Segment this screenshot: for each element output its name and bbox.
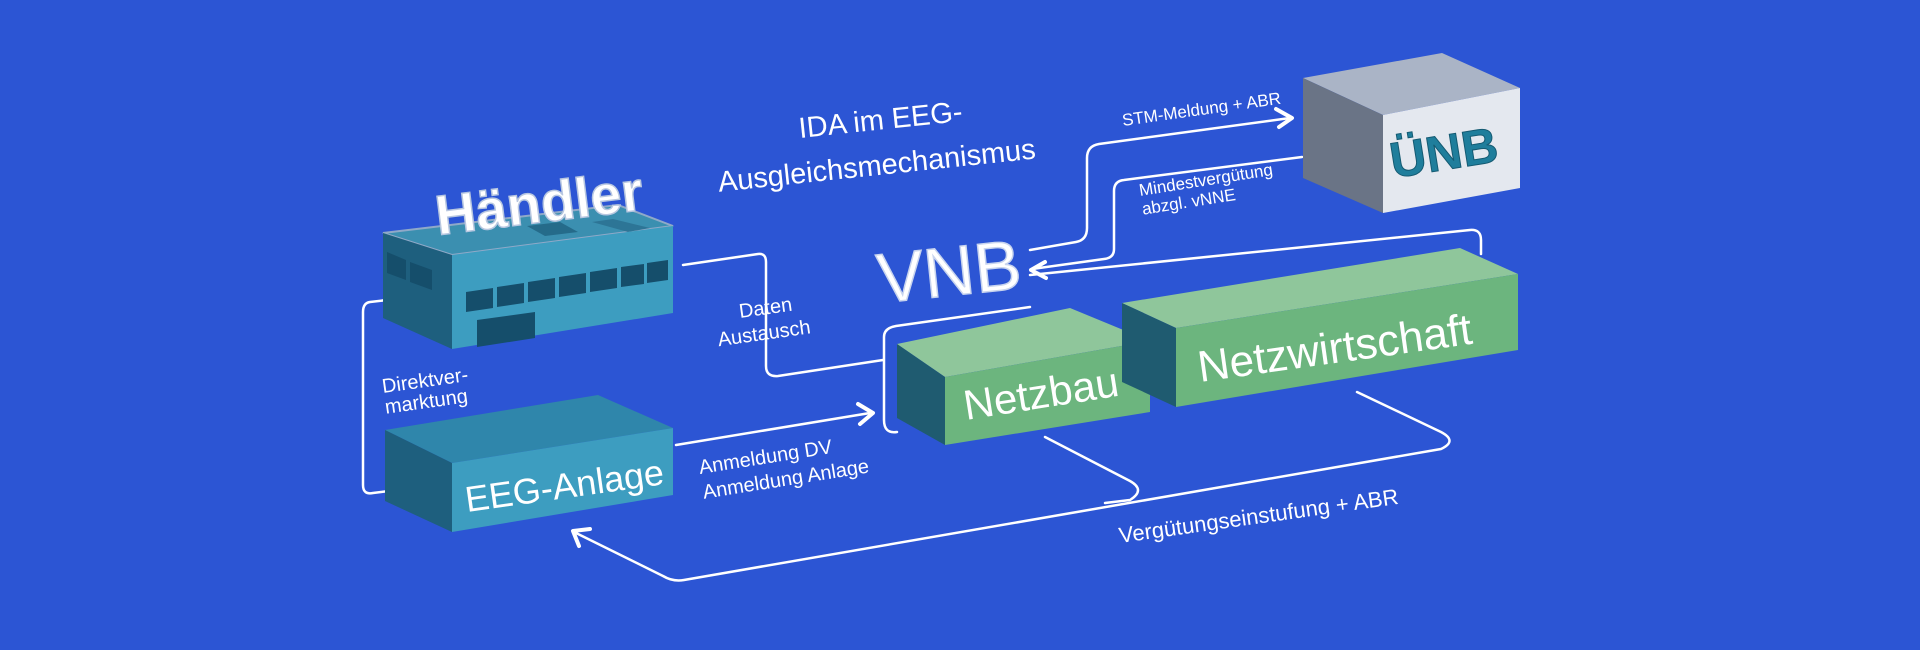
netzbau-side: [897, 344, 945, 445]
netzwirtschaft-top: [1122, 248, 1518, 328]
verguetungseinstufung-line: [574, 390, 1451, 582]
eeg-anlage-top: [385, 395, 673, 463]
uenb-top: [1303, 53, 1520, 115]
window: [387, 252, 406, 280]
netzwirtschaft-side: [1122, 303, 1176, 407]
window: [497, 283, 524, 307]
haendler-roof-vent: [527, 222, 578, 236]
anmeldung-arrowhead: [856, 402, 875, 426]
netzwirtschaft-box: [1122, 248, 1518, 407]
mindestverguetung-line: [1030, 155, 1304, 271]
window: [621, 264, 644, 287]
stm-meldung-line: [1028, 116, 1292, 252]
diagram-title: IDA im EEG- Ausgleichsmechanismus: [716, 96, 1037, 199]
stm-meldung-label: STM-Meldung + ABR: [1121, 89, 1282, 130]
window: [647, 260, 668, 283]
daten-line-1: Daten: [738, 294, 794, 323]
eeg-anlage-front: [452, 428, 673, 532]
anmeldung-line: [674, 411, 872, 447]
window: [528, 278, 555, 302]
verguetungseinstufung-arrowhead: [571, 527, 592, 548]
window: [410, 262, 432, 290]
eeg-anlage-side: [385, 430, 452, 532]
vnb-frame: [882, 228, 1483, 434]
uenb-front: [1383, 88, 1520, 213]
daten-austausch-label: Daten Austausch: [716, 294, 812, 351]
uenb-side: [1303, 78, 1383, 213]
uenb-label: ÜNB: [1386, 117, 1502, 189]
anmeldung-label: Anmeldung DV Anmeldung Anlage: [697, 436, 870, 504]
verguetungseinstufung-label: Vergütungseinstufung + ABR: [1117, 484, 1400, 548]
uenb-box: [1303, 53, 1520, 213]
title-line-1: IDA im EEG-: [797, 96, 964, 145]
eeg-anlage-box: [385, 395, 673, 532]
haendler-windows: [387, 252, 668, 347]
entrance: [477, 312, 535, 347]
title-line-2: Ausgleichsmechanismus: [716, 134, 1037, 199]
window: [590, 268, 617, 292]
direktvermarktung-label: Direktver- marktung: [381, 364, 470, 419]
daten-austausch-line: [681, 252, 885, 378]
netzbau-box: [897, 308, 1150, 445]
haendler-building: [382, 203, 674, 349]
stm-meldung-arrowhead: [1274, 107, 1294, 129]
window: [466, 288, 493, 312]
netzwirtschaft-front: [1176, 274, 1518, 407]
window: [559, 273, 586, 297]
direktvermarktung-line: [361, 295, 414, 495]
mindestverguetung-arrowhead: [1029, 260, 1048, 280]
netzbau-top: [897, 308, 1150, 377]
haendler-roof-unit: [592, 219, 650, 232]
vnb-label: VNB: [873, 225, 1024, 318]
daten-line-2: Austausch: [716, 316, 812, 351]
netzbau-front: [945, 341, 1150, 445]
